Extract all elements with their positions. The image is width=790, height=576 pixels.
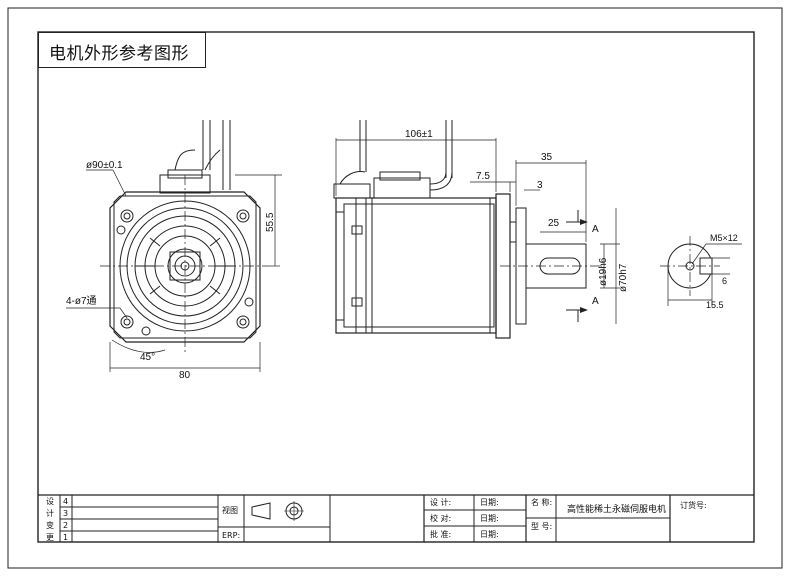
date-label-3: 日期: [480,530,499,539]
shaft-dia-label: ø19h6 [598,257,609,286]
product-name: 高性能稀土永磁伺服电机 [567,505,667,515]
outer-border [7,7,783,569]
date-label-1: 日期: [480,498,499,507]
holes-label: 4-ø7通 [66,296,97,307]
front-view [66,120,282,372]
length-label: 106±1 [405,129,433,140]
key-dim-label: 15.5 [706,300,724,310]
angle-label: 45° [140,352,156,363]
drawing-title: 电机外形参考图形 [49,44,189,64]
section-arrows [580,219,588,313]
pcd-label: ø90±0.1 [86,160,123,171]
approve-label: 批 准: [430,530,452,539]
thread-label: M5×12 [710,233,738,243]
d3-label: 3 [537,180,543,191]
rev-number-4: 1 [63,533,69,542]
shaft-len-label: 35 [541,152,553,163]
rev-label-1: 设 [46,497,54,506]
check-label: 校 对: [430,514,452,523]
width-label: 80 [179,370,191,381]
pilot-dia-label: ø70h7 [618,263,629,292]
rev-number-3: 2 [63,521,69,530]
side-view [333,120,620,339]
design-label: 设 计: [430,498,452,507]
key-len-label: 25 [548,218,560,229]
rev-number-2: 3 [63,509,69,518]
view-label: 视图 [222,506,238,515]
rev-label-4: 更 [46,533,54,542]
model-label: 型 号: [531,522,553,531]
section-a-bottom: A [592,296,599,307]
erp-label: ERP: [222,531,241,540]
name-label: 名 称: [531,498,553,507]
rev-number-1: 4 [63,497,69,506]
rev-label-2: 计 [46,509,54,518]
date-label-2: 日期: [480,514,499,523]
rev-label-3: 变 [46,521,54,530]
height-label: 55.5 [265,212,276,232]
section-a-top: A [592,224,599,235]
inner-border [37,31,755,543]
title-box: 电机外形参考图形 [38,32,206,68]
order-label: 订货号: [680,501,707,510]
section-view [660,236,742,306]
d75-label: 7.5 [476,171,490,182]
title-block-lines [38,494,754,542]
key-depth-label: 6 [722,276,728,286]
